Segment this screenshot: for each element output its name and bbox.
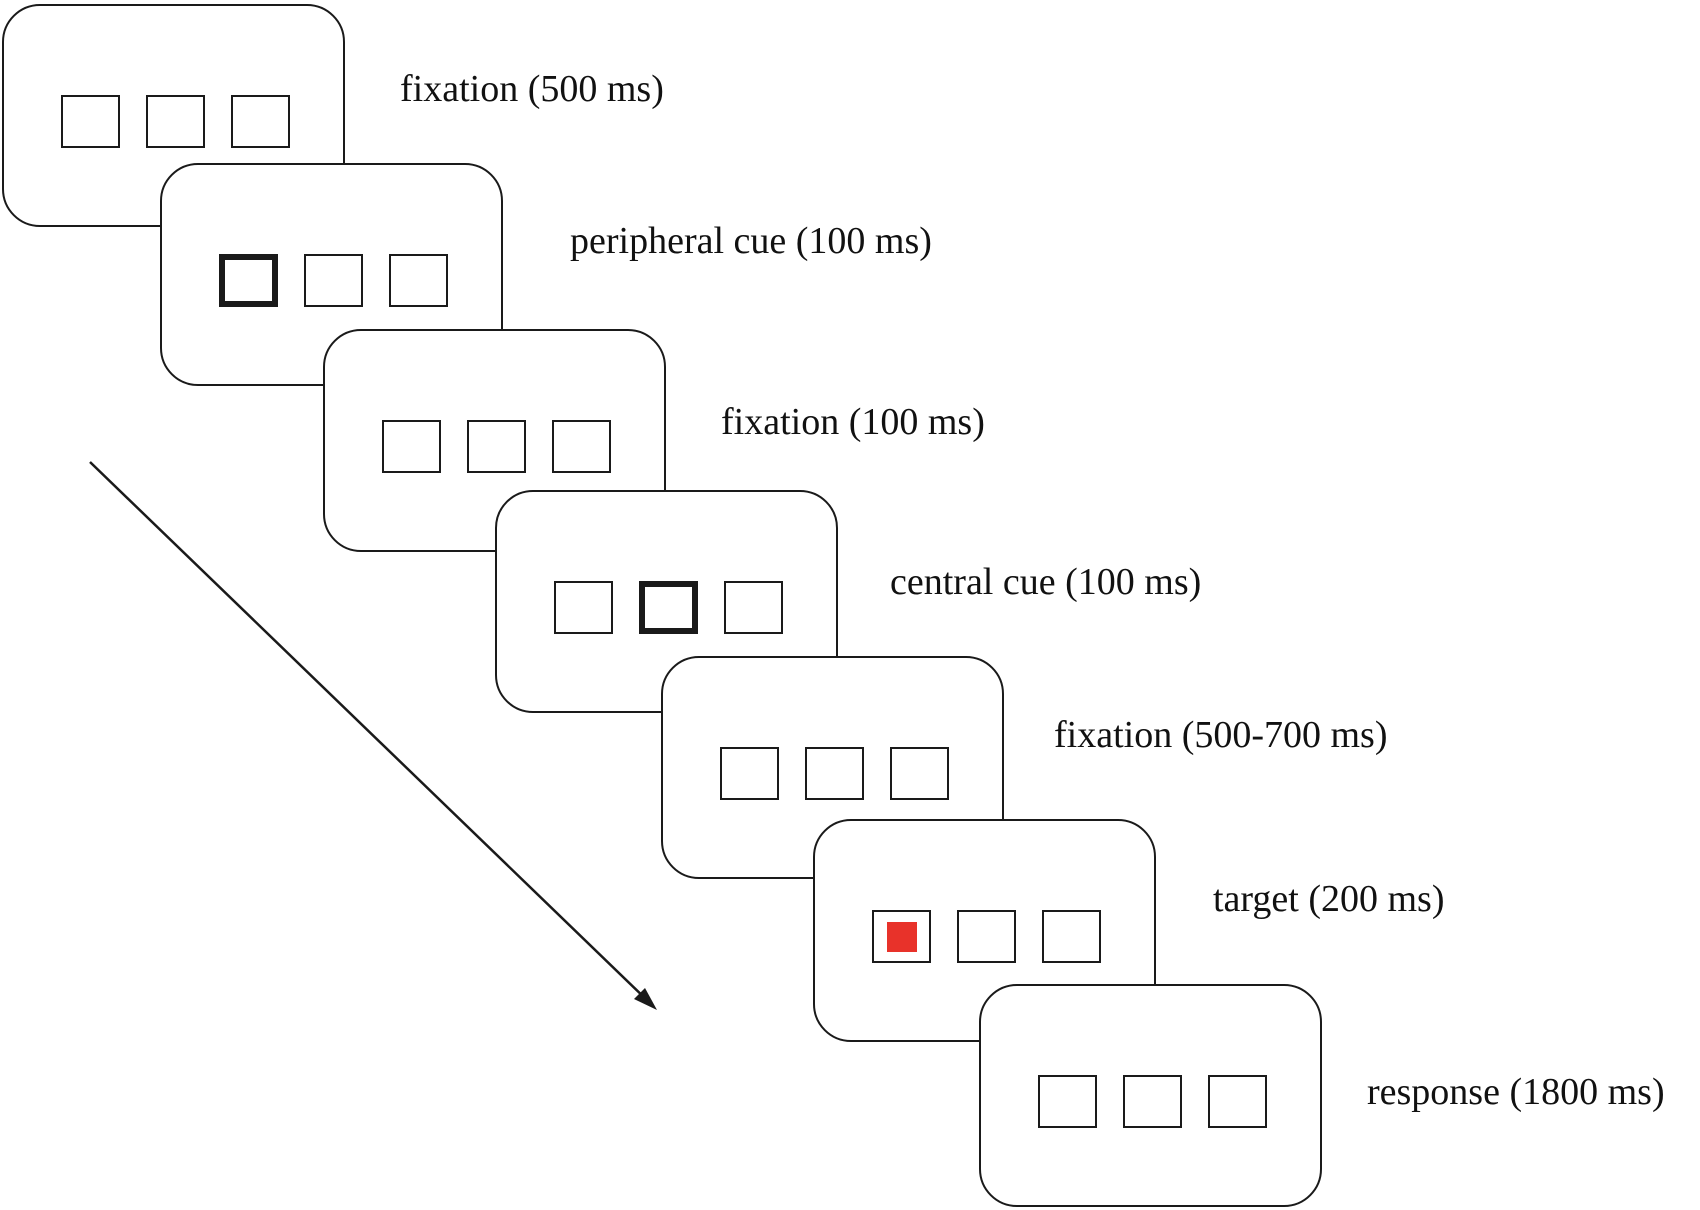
step-label-target: target (200 ms) xyxy=(1213,878,1445,920)
step-label-central-cue: central cue (100 ms) xyxy=(890,561,1202,603)
placeholder-box-right xyxy=(1208,1075,1267,1128)
placeholder-box-center xyxy=(1123,1075,1182,1128)
screen-frame-response xyxy=(979,984,1322,1207)
step-label-fixation-1: fixation (500 ms) xyxy=(400,68,664,110)
time-arrow-shaft xyxy=(89,461,651,1004)
placeholder-box-center xyxy=(304,254,363,307)
placeholder-box-center xyxy=(467,420,526,473)
placeholder-box-right xyxy=(552,420,611,473)
placeholder-box-right xyxy=(231,95,290,148)
step-label-fixation-3: fixation (500-700 ms) xyxy=(1054,714,1388,756)
step-label-response: response (1800 ms) xyxy=(1367,1071,1665,1113)
placeholder-box-left xyxy=(720,747,779,800)
cued-box-left xyxy=(219,254,278,307)
placeholder-box-center xyxy=(957,910,1016,963)
placeholder-box-left xyxy=(382,420,441,473)
placeholder-box-center xyxy=(146,95,205,148)
placeholder-box-left xyxy=(1038,1075,1097,1128)
placeholder-box-right xyxy=(389,254,448,307)
placeholder-box-right xyxy=(724,581,783,634)
target-box-left xyxy=(872,910,931,963)
placeholder-box-left xyxy=(554,581,613,634)
red-target-square xyxy=(886,921,917,952)
time-arrow-head xyxy=(634,988,657,1010)
placeholder-box-center xyxy=(805,747,864,800)
cued-box-center xyxy=(639,581,698,634)
placeholder-box-right xyxy=(1042,910,1101,963)
step-label-peripheral-cue: peripheral cue (100 ms) xyxy=(570,220,932,262)
placeholder-box-left xyxy=(61,95,120,148)
placeholder-box-right xyxy=(890,747,949,800)
step-label-fixation-2: fixation (100 ms) xyxy=(721,401,985,443)
